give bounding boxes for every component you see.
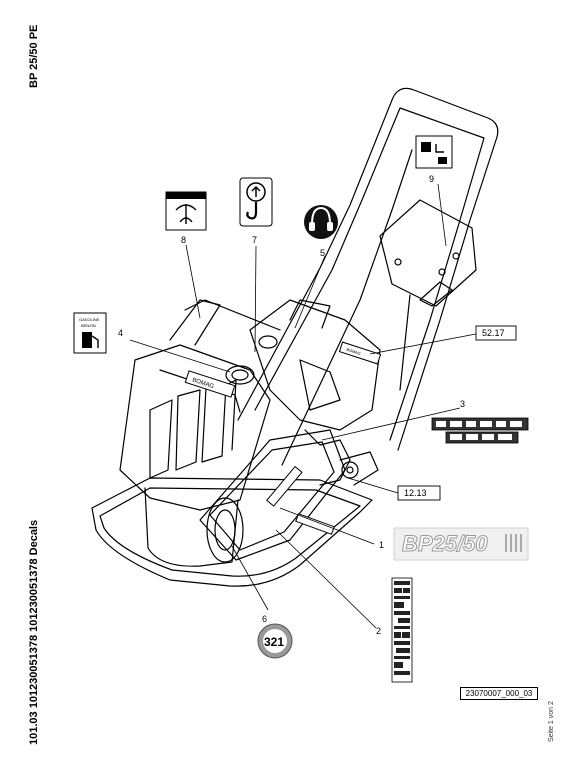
handle-bracket — [379, 199, 477, 307]
decal-3-operation — [431, 417, 529, 444]
decal-9-instruction — [415, 135, 453, 169]
callout-6: 6 — [262, 614, 267, 624]
base-plate — [91, 477, 373, 587]
svg-text:BP25/50: BP25/50 — [402, 531, 488, 556]
callout-4: 4 — [118, 328, 123, 338]
ref-12-13-text: 12.13 — [404, 488, 427, 498]
callout-8: 8 — [181, 235, 186, 245]
decal-5-ear-protection — [304, 205, 338, 239]
brand-decal-side — [266, 465, 303, 507]
svg-text:BENZIN: BENZIN — [81, 323, 96, 328]
callout-7: 7 — [252, 235, 257, 245]
decal-7-lifting-point — [239, 177, 273, 227]
decal-4-fuel: GASOLINE BENZIN — [73, 312, 107, 354]
callout-5: 5 — [320, 248, 325, 258]
decal-1-model: BP25/50 — [393, 527, 529, 561]
decal-8-warning — [165, 191, 207, 231]
leader-lines — [129, 183, 477, 629]
drawing-reference: 23070007_000_03 — [460, 687, 538, 700]
engine — [249, 299, 381, 431]
ref-52-17-text: 52.17 — [482, 328, 505, 338]
exciter-housing — [144, 487, 239, 567]
brand-decal-front: BOMAG — [184, 370, 236, 398]
svg-text:GASOLINE: GASOLINE — [79, 317, 100, 322]
handle-frame — [237, 87, 499, 451]
decal-6-sequence: 321 — [257, 623, 293, 659]
callout-2: 2 — [376, 626, 381, 636]
brand-decal-rear: BOMAG — [338, 341, 382, 365]
svg-text:BOMAG: BOMAG — [346, 347, 362, 356]
decal-2-vertical-label — [391, 577, 413, 683]
machine-body — [119, 344, 271, 511]
svg-text:321: 321 — [264, 635, 284, 649]
callout-3: 3 — [460, 399, 465, 409]
callout-9: 9 — [429, 174, 434, 184]
callout-1: 1 — [379, 540, 384, 550]
ref-box-12-13 — [397, 485, 441, 501]
ref-box-52-17 — [475, 325, 517, 341]
model-decal-side — [295, 513, 335, 535]
